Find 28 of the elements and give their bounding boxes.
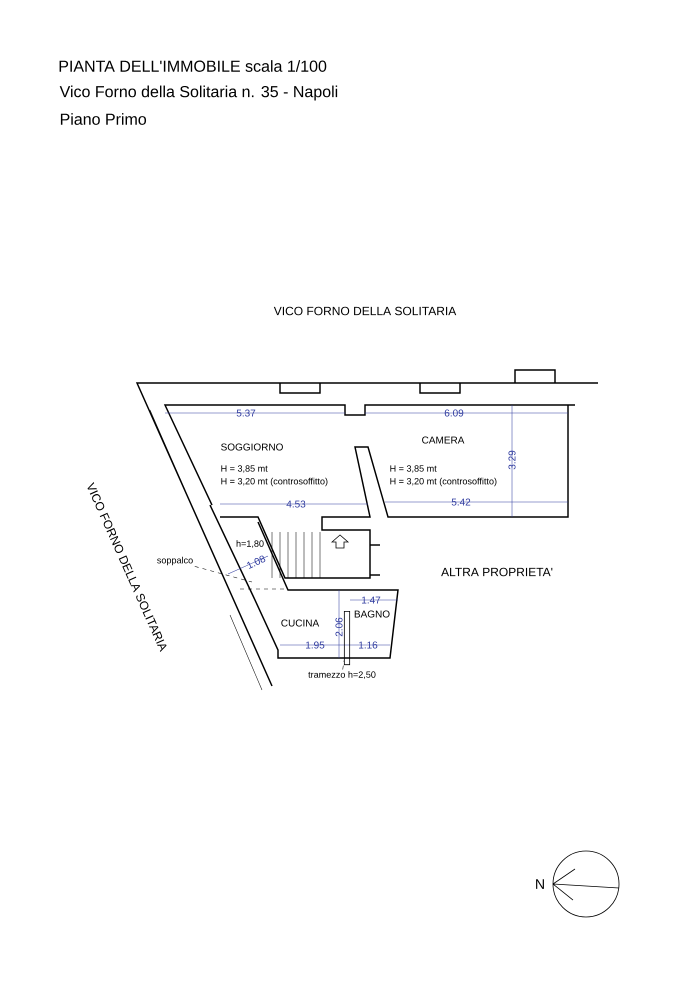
dimension-value: 1.16 <box>359 641 378 649</box>
height-note: H = 3,85 mt <box>221 465 268 473</box>
title-text: PIANTA DELL'IMMOBILE scala 1/100 <box>60 60 326 72</box>
leader-text: soppalco <box>157 556 193 566</box>
leader-text: tramezzo h=2,50 <box>308 671 376 679</box>
partition-wall <box>344 610 350 666</box>
leader-line <box>194 566 252 582</box>
height-note: H = 3,20 mt (controsoffitto) <box>390 478 496 486</box>
height-note: H = 3,20 mt (controsoffitto) <box>221 478 328 486</box>
dimension-value: 1.08 <box>247 556 266 569</box>
room-name: SOGGIORNO <box>221 443 283 451</box>
dimension-value: 1.95 <box>306 641 324 649</box>
height-note: h=1,80 <box>236 540 264 548</box>
dimension-value: 4.53 <box>286 500 306 508</box>
dimension-value: 5.42 <box>452 498 470 506</box>
heading-text: N <box>536 879 544 889</box>
dimension-value: 3.29 <box>508 450 516 470</box>
heading-text: Piano Primo <box>60 113 146 125</box>
room-name: ALTRA PROPRIETA' <box>441 568 552 576</box>
dimension-value: 5.37 <box>236 409 256 417</box>
height-note: H = 3,85 mt <box>390 465 437 473</box>
heading-text: Vico Forno della Solitaria n. 35 - Napoli <box>60 86 338 100</box>
dimension-value: 6.09 <box>444 409 464 417</box>
room-name: CUCINA <box>281 619 320 627</box>
leader-line <box>342 660 344 670</box>
dimension-value: 1.47 <box>362 596 380 604</box>
room-name: CAMERA <box>422 436 464 444</box>
street-name: VICO FORNO DELLA SOLITARIA <box>274 306 456 316</box>
